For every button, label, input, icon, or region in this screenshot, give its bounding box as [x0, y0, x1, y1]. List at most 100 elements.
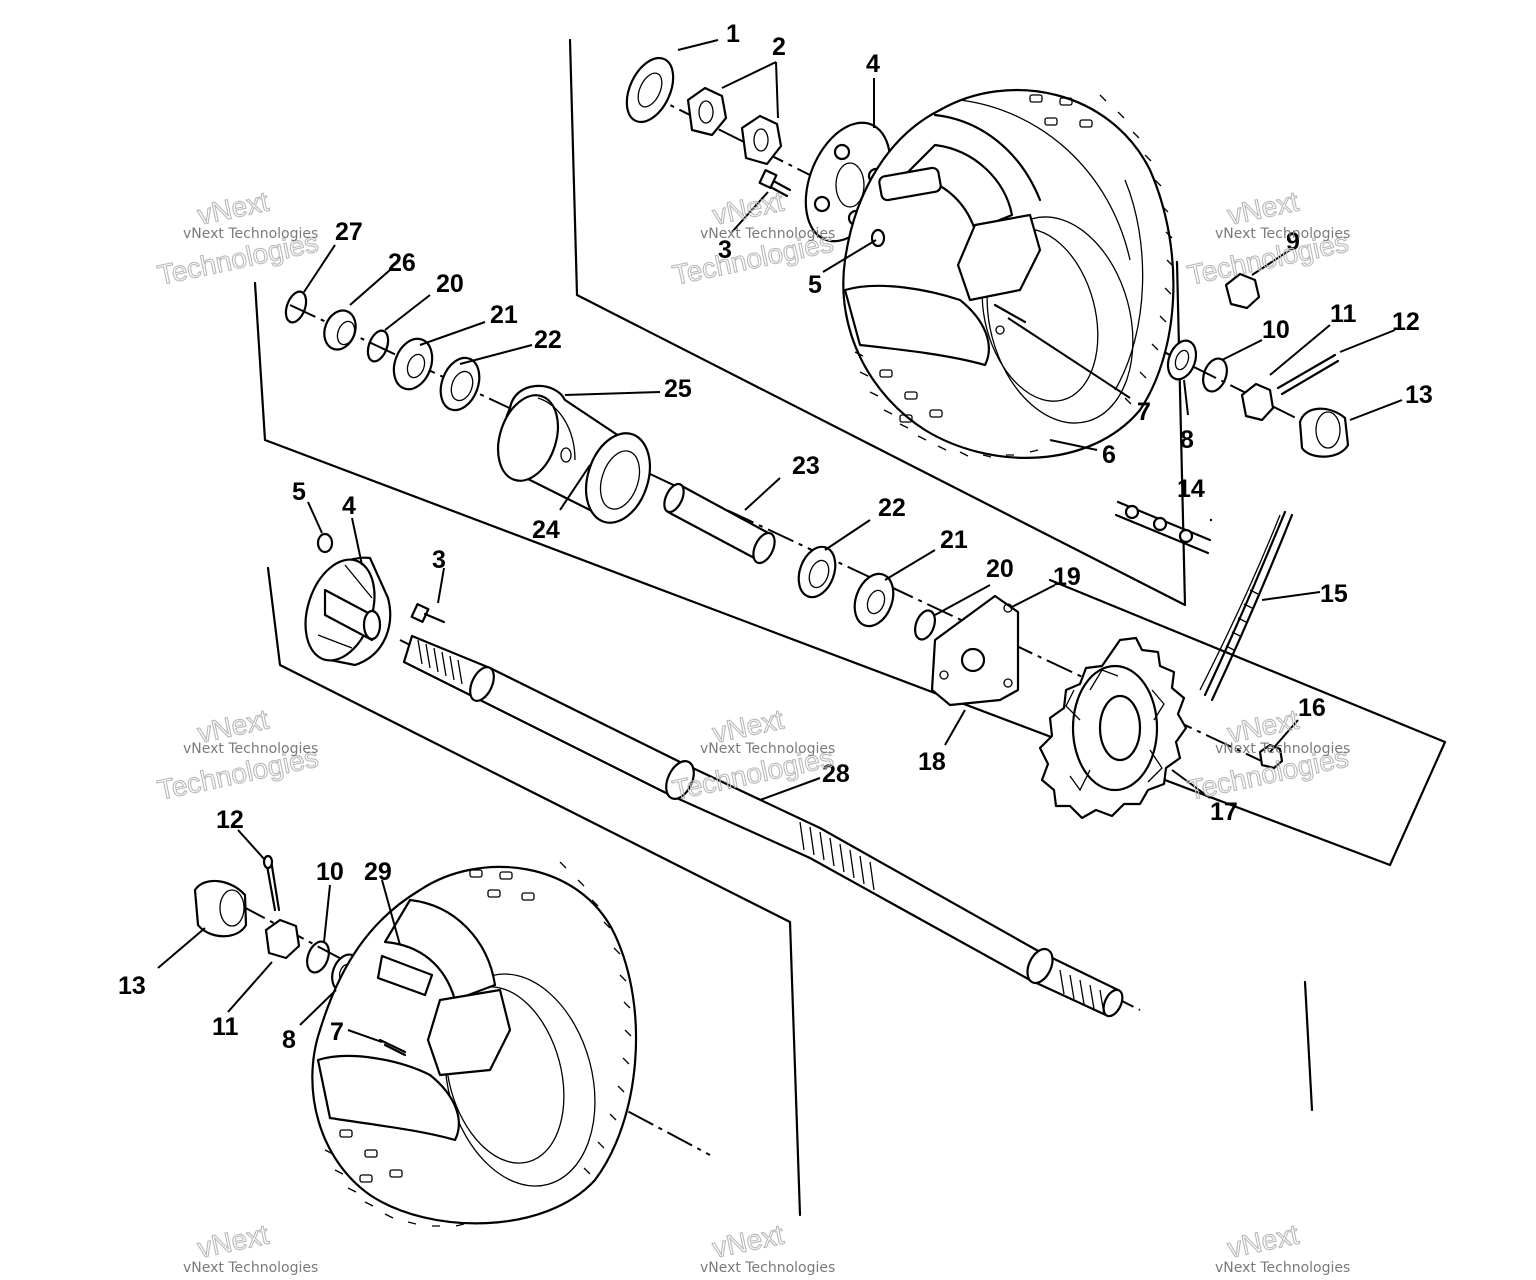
svg-text:vNext: vNext [1225, 1219, 1302, 1264]
svg-text:vNext: vNext [710, 1219, 787, 1264]
bearing-part-21-right [853, 572, 895, 628]
callout-4-lower: 4 [342, 492, 356, 520]
callout-11-upper: 11 [1330, 300, 1357, 328]
callout-6: 6 [1102, 441, 1116, 469]
snap-ring-part-20-right [914, 609, 936, 641]
snap-ring-part-20-left [366, 329, 390, 363]
svg-text:vNext Technologies: vNext Technologies [1215, 226, 1350, 242]
callout-16: 16 [1298, 694, 1326, 722]
lock-washer-part-10-lower [306, 940, 330, 974]
callout-25: 25 [664, 375, 692, 403]
callout-3-upper: 3 [718, 236, 732, 264]
callout-labels: 1 2 3 3 4 4 5 5 6 7 7 8 8 9 10 10 11 11 … [118, 20, 1433, 1054]
callout-12-lower: 12 [216, 806, 244, 834]
callout-10-upper: 10 [1262, 316, 1290, 344]
stud-part-7-upper [993, 303, 1027, 324]
spacer-part-26 [323, 309, 357, 351]
callout-22-lower: 22 [878, 494, 906, 522]
callout-21-upper: 21 [490, 301, 518, 329]
svg-text:vNext Technologies: vNext Technologies [700, 741, 835, 757]
callout-15: 15 [1320, 580, 1348, 608]
callout-18: 18 [918, 748, 946, 776]
nut-part-9 [1224, 272, 1261, 310]
frame-upper-group [568, 38, 1187, 607]
callout-28: 28 [822, 760, 850, 788]
callout-14: 14 [1177, 475, 1205, 503]
castle-nut-part-2 [686, 86, 783, 166]
callout-17: 17 [1210, 798, 1238, 826]
nut-part-16 [1258, 743, 1284, 770]
callout-9: 9 [1286, 228, 1300, 256]
callout-22-upper: 22 [534, 326, 562, 354]
callout-2: 2 [772, 33, 786, 61]
wheel-tire-part-29 [311, 861, 638, 1227]
watermark-mid-right: vNext Technologies vNext Technologies [1184, 703, 1351, 806]
callout-8-lower: 8 [282, 1026, 296, 1054]
callout-4-upper: 4 [866, 50, 880, 78]
cap-part-13-lower [193, 879, 248, 938]
callout-13-upper: 13 [1405, 381, 1433, 409]
svg-text:vNext Technologies: vNext Technologies [183, 226, 318, 242]
watermark-top-right: vNext Technologies vNext Technologies [1184, 185, 1351, 291]
svg-text:vNext: vNext [195, 186, 272, 231]
bearing-part-21-left [392, 337, 434, 391]
stud-part-7-lower [378, 1038, 407, 1054]
wheel-nut-part-5-upper [870, 228, 886, 248]
frame-lower-group [266, 566, 1314, 1217]
wheel-tire-part-6 [842, 88, 1175, 459]
watermark-top-left: vNext Technologies vNext Technologies [154, 185, 321, 291]
watermark-bottom-left: vNext vNext Technologies [183, 1218, 318, 1276]
callout-5-lower: 5 [292, 478, 306, 506]
svg-text:vNext Technologies: vNext Technologies [183, 1260, 318, 1276]
callout-3-lower: 3 [432, 546, 446, 574]
svg-text:vNext Technologies: vNext Technologies [1215, 1260, 1350, 1276]
cotter-pin-part-12-lower [262, 854, 281, 912]
callout-23: 23 [792, 452, 820, 480]
svg-text:vNext: vNext [710, 186, 787, 231]
cotter-pin-part-12-upper [1276, 353, 1340, 396]
callout-26: 26 [388, 249, 416, 277]
svg-text:vNext: vNext [195, 1219, 272, 1264]
svg-text:vNext Technologies: vNext Technologies [700, 226, 835, 242]
watermark-mid-center: vNext Technologies vNext Technologies [669, 703, 836, 806]
callout-13-lower: 13 [118, 972, 146, 1000]
bolt-part-3-lower [410, 603, 446, 624]
callout-11-lower: 11 [212, 1013, 239, 1041]
callout-10-lower: 10 [316, 858, 344, 886]
washer-part-1 [625, 56, 675, 124]
callout-20-upper: 20 [436, 270, 464, 298]
watermark-mid-left: vNext Technologies vNext Technologies [154, 703, 321, 806]
watermark-bottom-center: vNext vNext Technologies [700, 1218, 835, 1276]
svg-text:vNext Technologies: vNext Technologies [183, 741, 318, 757]
wheel-nut-part-5-lower [316, 532, 334, 554]
lock-washer-part-10-upper [1202, 357, 1228, 393]
master-link-part-14 [1114, 500, 1212, 555]
svg-text:vNext: vNext [1225, 186, 1302, 231]
hub-part-4-lower [304, 556, 392, 667]
cap-part-13-upper [1298, 407, 1350, 458]
rear-axle-part-28 [402, 634, 1124, 1018]
leader-lines [157, 39, 1403, 1043]
callout-24: 24 [532, 516, 560, 544]
svg-text:vNext Technologies: vNext Technologies [700, 1260, 835, 1276]
callout-20-lower: 20 [986, 555, 1014, 583]
snap-ring-part-27 [284, 290, 308, 324]
callout-1: 1 [726, 20, 740, 48]
watermark-bottom-right: vNext vNext Technologies [1215, 1218, 1350, 1276]
callout-7-lower: 7 [330, 1018, 344, 1046]
callout-19: 19 [1053, 563, 1081, 591]
svg-text:vNext Technologies: vNext Technologies [1215, 741, 1350, 757]
callout-27: 27 [335, 218, 363, 246]
callout-12-upper: 12 [1392, 308, 1420, 336]
bearing-carrier-part-25 [497, 384, 651, 524]
callout-7-upper: 7 [1137, 398, 1151, 426]
callout-5-upper: 5 [808, 271, 822, 299]
castle-nut-part-11-lower [264, 918, 301, 960]
callout-21-lower: 21 [940, 526, 968, 554]
drive-chain-part-15 [1199, 510, 1294, 702]
washer-part-8-upper [1166, 339, 1198, 381]
callout-29: 29 [364, 858, 392, 886]
frame-middle-group [253, 281, 1447, 867]
seal-part-22-left [439, 356, 481, 412]
